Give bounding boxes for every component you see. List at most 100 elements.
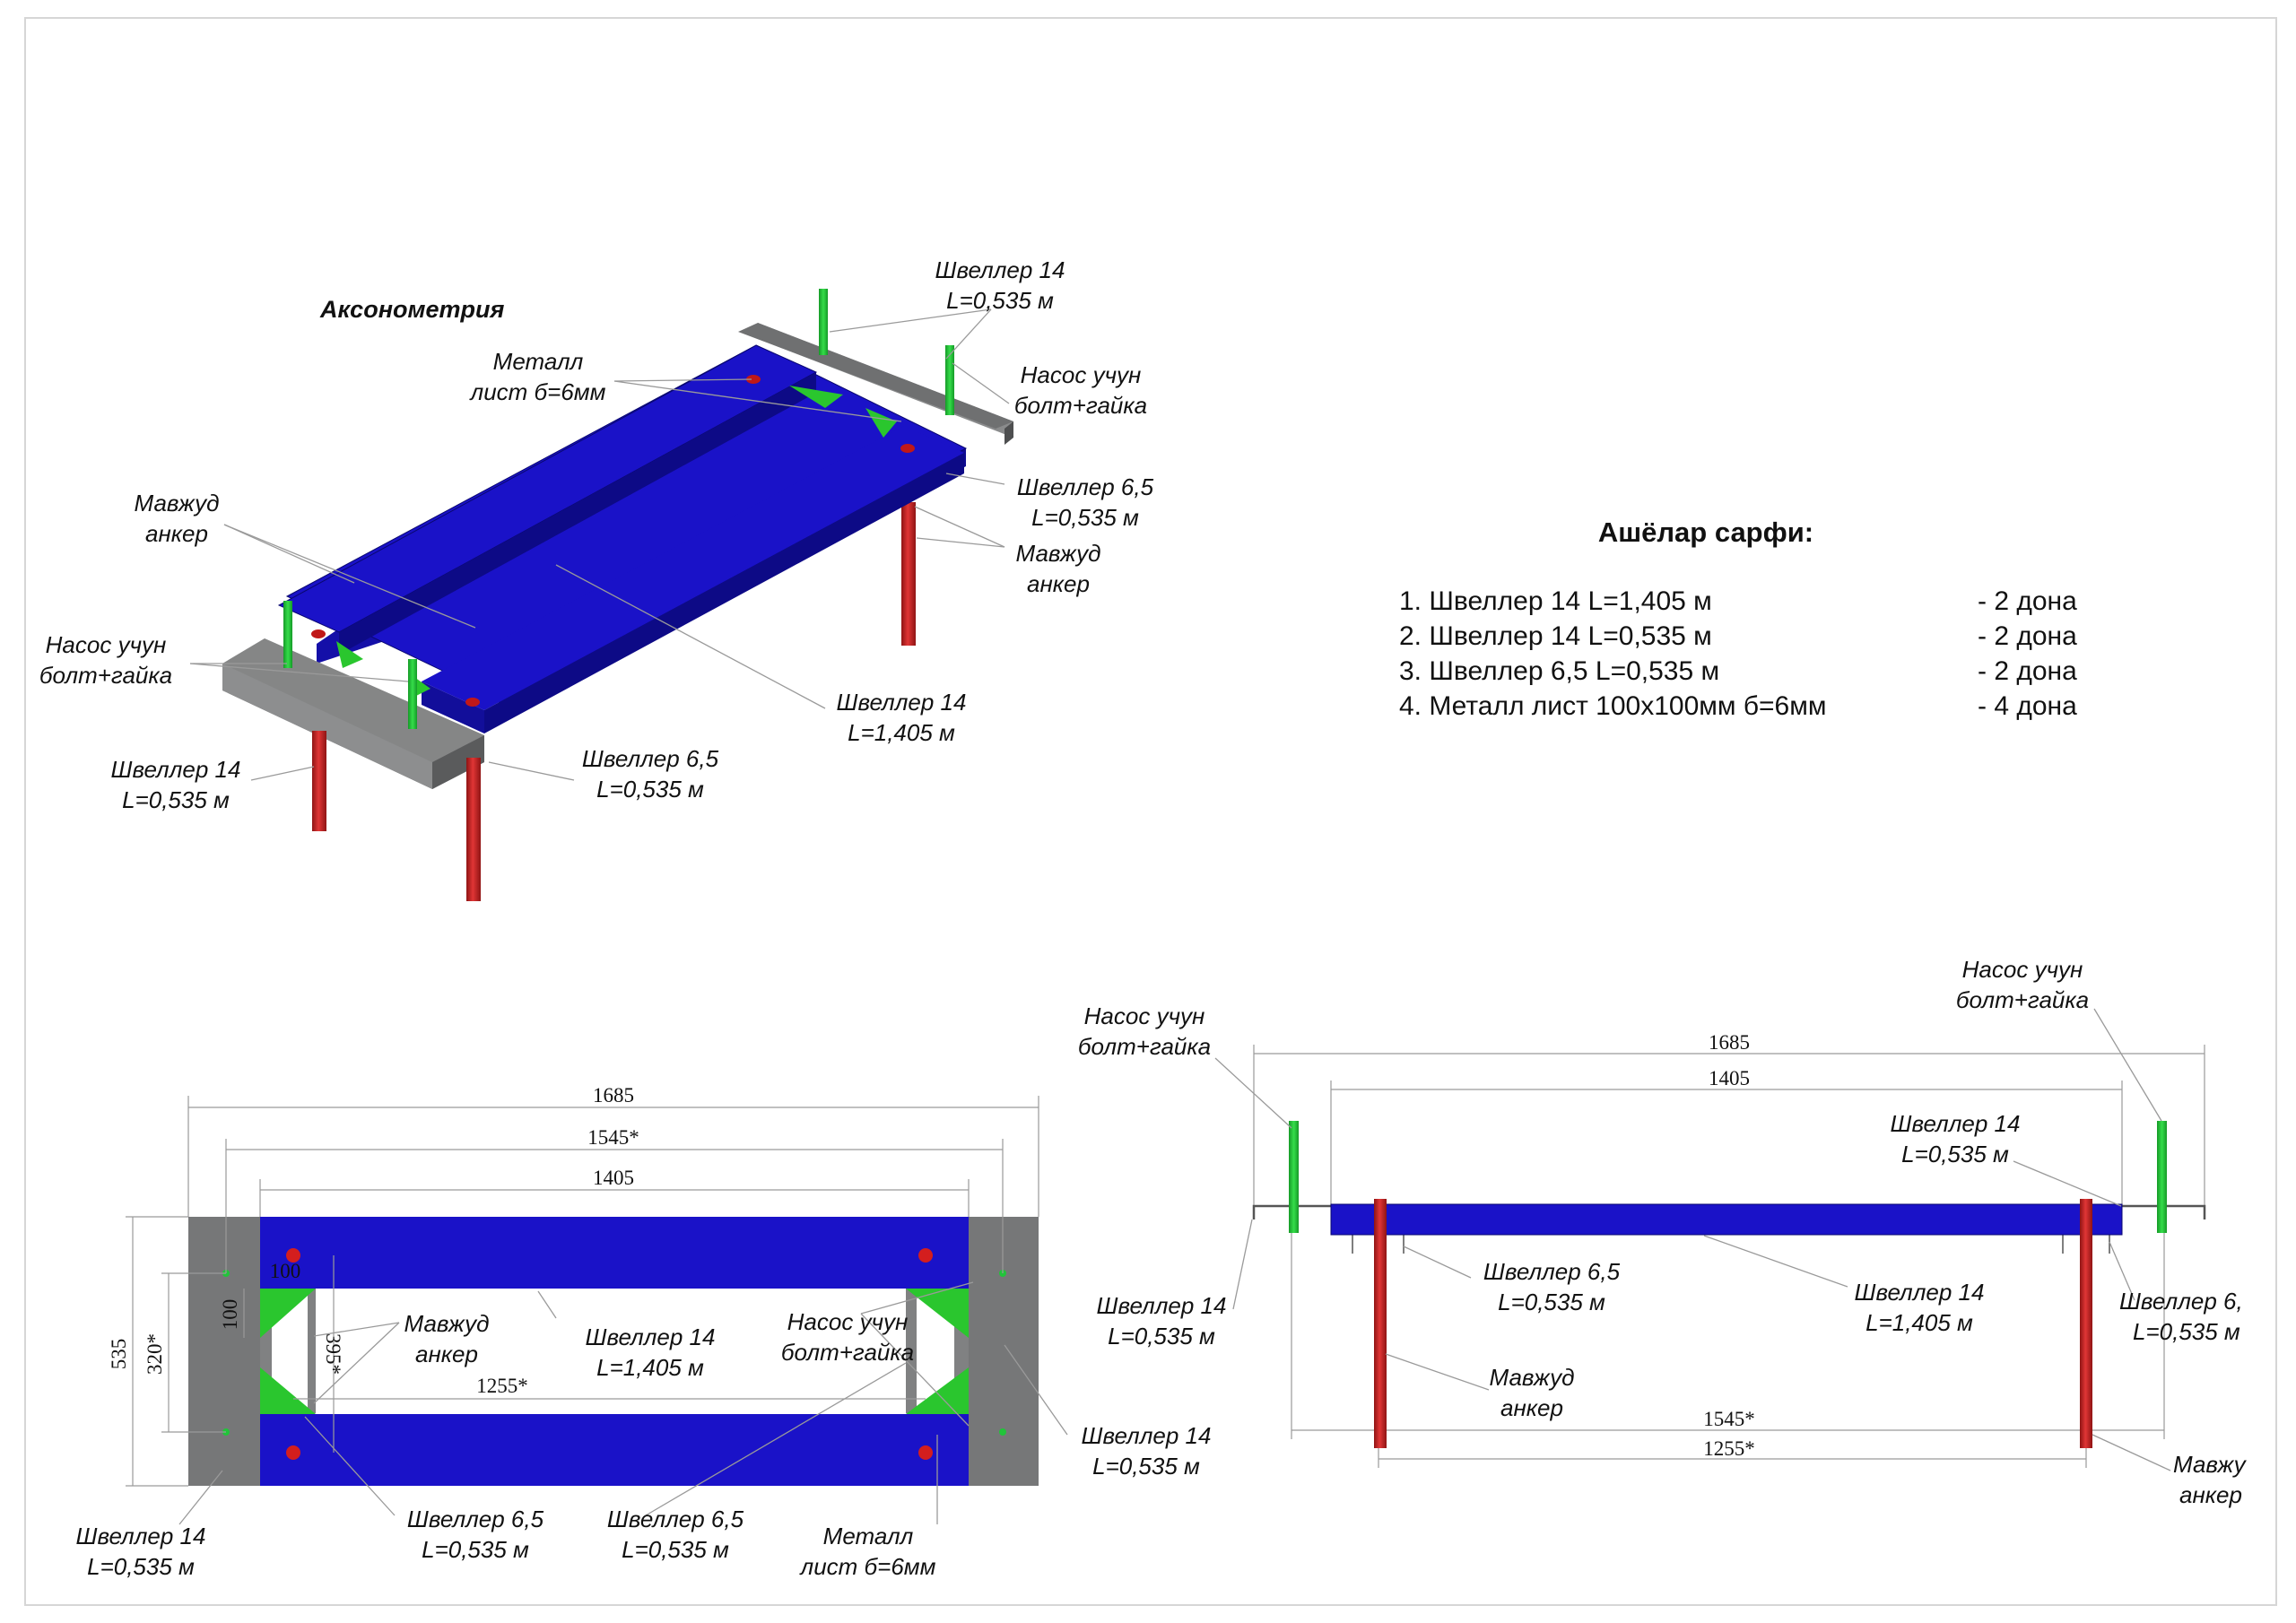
svg-text:Швеллер 6,5L=0,535 м: Швеллер 6,5L=0,535 м xyxy=(407,1506,544,1563)
metal-plate xyxy=(260,1289,316,1338)
anchor-dot xyxy=(918,1445,933,1460)
label-shv65-left: Швеллер 6,5 xyxy=(582,745,719,772)
label-elev-anchor-mid: Мавжуд xyxy=(1490,1364,1575,1391)
label-elev-shv14-long: Швеллер 14 xyxy=(1855,1279,1985,1306)
label-plan-shv65-b: Швеллер 6,5 xyxy=(607,1506,744,1532)
metal-plate xyxy=(260,1367,316,1414)
anchor-dot xyxy=(918,1248,933,1263)
anchor-dot xyxy=(286,1248,300,1263)
elev-dim-inner: 1405 xyxy=(1709,1067,1750,1089)
metal-plate xyxy=(336,641,363,668)
material-qty: - 2 дона xyxy=(1978,586,2077,616)
metal-plate xyxy=(906,1367,969,1414)
pump-bolt xyxy=(819,289,828,355)
label-elev-anchor-right: Мавжу xyxy=(2173,1451,2248,1478)
dim-plate-h: 100 xyxy=(219,1299,241,1331)
pump-bolt xyxy=(283,601,292,668)
plan-view: 1685 1545* 1405 1255* 535 320* 100 100 3… xyxy=(76,1084,1212,1580)
pump-bolt xyxy=(2157,1121,2167,1233)
label-bolt-right: Насос учун xyxy=(1021,361,1142,388)
anchor-dot xyxy=(465,698,480,707)
anchor-dot xyxy=(746,375,761,384)
channel-14-long xyxy=(1330,1203,2123,1236)
dim-width: 535 xyxy=(108,1339,130,1370)
dim-outer: 1545* xyxy=(587,1126,639,1149)
material-item: 4. Металл лист 100х100мм б=6мм xyxy=(1399,691,1826,721)
dim-overall: 1685 xyxy=(593,1084,634,1107)
elev-dim-overall: 1685 xyxy=(1709,1031,1750,1054)
label-plan-shv14-left: Швеллер 14 xyxy=(76,1523,206,1549)
anchor-dot xyxy=(311,629,326,638)
label-elev-bolt-left: Насос учун xyxy=(1084,1002,1205,1029)
svg-text:Швеллер 14L=0,535 м: Швеллер 14L=0,535 м xyxy=(1082,1422,1212,1480)
dim-inner: 1405 xyxy=(593,1167,634,1189)
axonometry-view: Аксонометрия xyxy=(39,256,1154,901)
pump-bolt xyxy=(1289,1121,1299,1233)
svg-text:Швеллер 14L=0,535 м: Швеллер 14L=0,535 м xyxy=(935,256,1065,314)
pump-bolt xyxy=(945,345,954,415)
svg-text:Швеллер 6,5L=0,535 м: Швеллер 6,5L=0,535 м xyxy=(1483,1258,1621,1315)
dim-width-inner: 320* xyxy=(144,1333,166,1375)
label-elev-shv65-right: Швеллер 6, xyxy=(2119,1288,2243,1315)
svg-text:Швеллер 14L=0,535 м: Швеллер 14L=0,535 м xyxy=(76,1523,206,1580)
metal-plate xyxy=(906,1289,969,1338)
label-shv65-right: Швеллер 6,5 xyxy=(1017,473,1154,500)
label-elev-bolt-right: Насос учун xyxy=(1962,956,2083,983)
label-plan-shv14-right: Швеллер 14 xyxy=(1082,1422,1212,1449)
dim-plate-w: 100 xyxy=(270,1260,301,1282)
label-plan-bolt: Насос учун xyxy=(787,1308,909,1335)
channel-14-long xyxy=(260,1414,969,1486)
label-bolt-left: Насос учун xyxy=(46,631,167,658)
material-item: 1. Швеллер 14 L=1,405 м xyxy=(1399,586,1712,616)
dim-anchor-spacing: 395* xyxy=(322,1333,344,1375)
channel-14-end xyxy=(222,638,484,789)
materials-list: Ашёлар сарфи: 1. Швеллер 14 L=1,405 м - … xyxy=(1399,516,2077,721)
anchor-dot xyxy=(900,444,915,453)
bolt-dot xyxy=(999,1428,1006,1436)
anchor-rod xyxy=(1374,1199,1387,1448)
svg-text:Швеллер 14L=0,535 м: Швеллер 14L=0,535 м xyxy=(1097,1292,1227,1350)
svg-text:Швеллер 14L=1,405 м: Швеллер 14L=1,405 м xyxy=(1855,1279,1985,1336)
label-anchor-left: Мавжуд xyxy=(135,490,220,516)
label-elev-shv14-left: Швеллер 14 xyxy=(1097,1292,1227,1319)
svg-text:Швеллер 6,L=0,535 м: Швеллер 6,L=0,535 м xyxy=(2119,1288,2243,1345)
anchor-rod xyxy=(2080,1199,2092,1448)
label-shv14-long: Швеллер 14 xyxy=(837,689,967,716)
svg-text:Швеллер 14L=0,535 м: Швеллер 14L=0,535 м xyxy=(111,756,241,813)
dim-anchor-long: 1255* xyxy=(476,1375,528,1397)
label-anchor-right: Мавжуд xyxy=(1016,540,1101,567)
channel-14-end xyxy=(969,1217,1039,1486)
label-elev-shv14-top: Швеллер 14 xyxy=(1891,1110,2021,1137)
label-plan-shv14-long: Швеллер 14 xyxy=(586,1324,716,1350)
svg-text:Швеллер 14L=1,405 м: Швеллер 14L=1,405 м xyxy=(586,1324,716,1381)
svg-text:Швеллер 6,5L=0,535 м: Швеллер 6,5L=0,535 м xyxy=(1017,473,1154,531)
svg-text:Швеллер 14L=1,405 м: Швеллер 14L=1,405 м xyxy=(837,689,967,746)
svg-text:Швеллер 14L=0,535 м: Швеллер 14L=0,535 м xyxy=(1891,1110,2021,1167)
material-qty: - 2 дона xyxy=(1978,656,2077,686)
elev-dim-outer: 1545* xyxy=(1703,1408,1755,1430)
sheet-frame xyxy=(24,17,2277,1606)
label-plan-anchor: Мавжуд xyxy=(404,1310,490,1337)
channel-14-long xyxy=(422,426,964,710)
label-plan-plate: Металл xyxy=(823,1523,914,1549)
channel-14-long xyxy=(260,1217,969,1289)
label-elev-shv65-mid: Швеллер 6,5 xyxy=(1483,1258,1621,1285)
label-shv14-left: Швеллер 14 xyxy=(111,756,241,783)
metal-plate xyxy=(789,386,843,408)
anchor-rod xyxy=(901,502,916,646)
channel-14-end xyxy=(1252,1204,1331,1219)
svg-text:Швеллер 6,5L=0,535 м: Швеллер 6,5L=0,535 м xyxy=(607,1506,744,1563)
